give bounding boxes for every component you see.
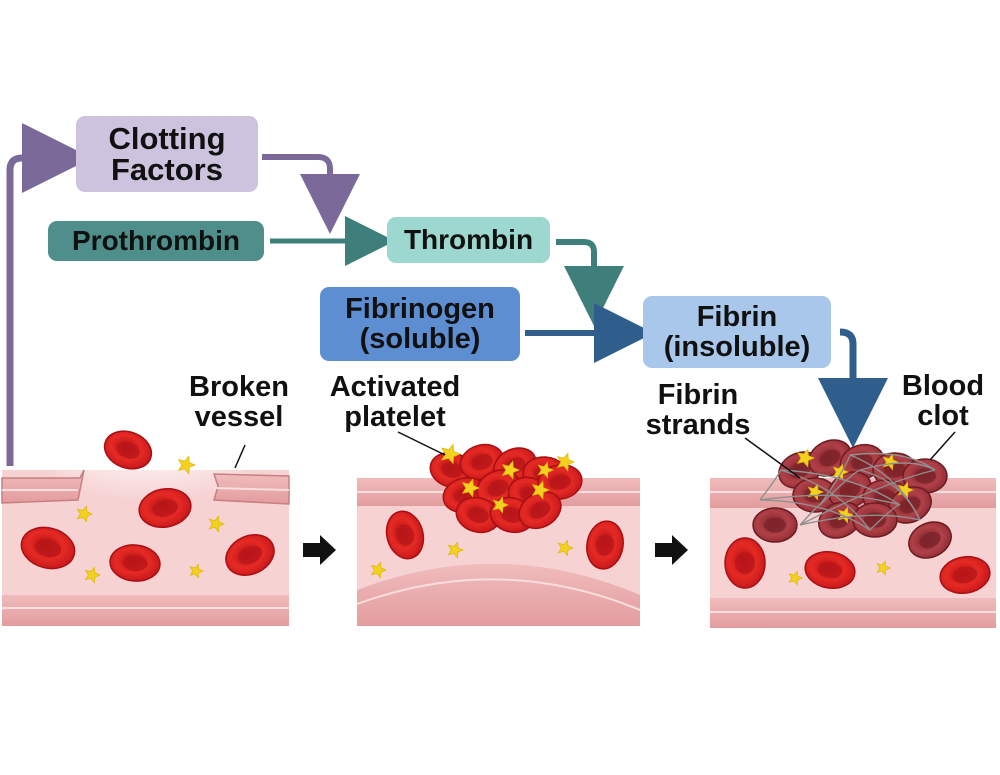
platelet <box>76 505 94 523</box>
fibrin-strand <box>759 494 901 506</box>
leader-activated-platelet <box>397 431 446 456</box>
label-blood-clot-line2: clot <box>917 400 969 432</box>
red-blood-cell <box>138 488 192 528</box>
fibrin-line1: Fibrin <box>696 301 778 333</box>
arrow-clotting-factors-to-thrombin <box>262 154 360 234</box>
fibrinogen-line2: (soluble) <box>359 323 481 355</box>
leader-broken-vessel <box>234 444 246 469</box>
fibrin-strand <box>849 454 921 521</box>
clotting-factors-line2: Factors <box>111 152 223 187</box>
clotted-red-blood-cell <box>888 486 932 524</box>
clotted-red-blood-cell <box>902 458 948 494</box>
thrombin-label: Thrombin <box>403 224 534 255</box>
fibrin-strand <box>799 514 921 526</box>
platelet <box>441 443 462 465</box>
fibrin-line2: (insoluble) <box>663 331 811 363</box>
red-blood-cell <box>385 510 425 560</box>
red-blood-cell <box>459 443 505 481</box>
leader-fibrin-strands <box>744 437 801 479</box>
fibrin-strand <box>819 454 851 506</box>
fibrin-strand <box>859 462 936 471</box>
label-blood-clot: Blood clot <box>893 371 993 431</box>
fibrin-strand <box>759 499 871 531</box>
arrow-vessel-to-clotting-factors <box>6 123 92 466</box>
platelet <box>832 463 850 481</box>
arrow-fibrin-to-clot <box>818 328 888 448</box>
clotting-factors-box: Clotting Factors <box>76 116 258 192</box>
label-fibrin-strands-line2: strands <box>645 409 751 441</box>
fibrin-strand <box>759 469 781 501</box>
platelet <box>208 515 226 533</box>
platelet <box>189 563 205 579</box>
platelet <box>461 478 481 498</box>
fibrin-strands-mesh <box>759 452 936 531</box>
step-arrow-2 <box>655 535 688 565</box>
fibrin-strand <box>779 469 871 531</box>
clotted-red-blood-cell <box>852 502 898 538</box>
label-fibrin-strands-line1: Fibrin <box>657 379 739 411</box>
fibrin-strand <box>819 469 861 506</box>
fibrinogen-line1: Fibrinogen <box>345 293 495 325</box>
leader-blood-clot <box>929 431 956 461</box>
step-arrow-1 <box>303 535 336 565</box>
clotted-red-blood-cell <box>828 471 872 509</box>
prothrombin-label: Prothrombin <box>72 225 240 256</box>
blood-cells <box>20 430 991 595</box>
red-blood-cell <box>225 534 275 576</box>
label-activated-platelet: Activated platelet <box>315 372 475 432</box>
platelet <box>447 541 465 559</box>
platelet <box>796 448 816 468</box>
label-activated-platelet-line2: platelet <box>344 401 446 433</box>
clotted-red-blood-cell <box>752 507 798 543</box>
clotted-red-blood-cell <box>908 521 952 559</box>
red-blood-cell <box>518 490 562 530</box>
platelet <box>788 570 804 586</box>
platelet <box>370 561 388 579</box>
red-blood-cell <box>537 464 583 500</box>
clotted-red-blood-cell <box>818 501 862 539</box>
thrombin-box: Thrombin <box>387 217 550 263</box>
red-blood-cell <box>109 544 161 582</box>
platelet <box>501 460 521 480</box>
label-broken-vessel-line2: vessel <box>194 401 284 433</box>
clotting-factors-line1: Clotting <box>108 121 226 156</box>
label-blood-clot-line1: Blood <box>901 370 985 402</box>
platelet <box>492 496 510 514</box>
red-blood-cell <box>804 550 856 590</box>
red-blood-cell <box>20 526 76 570</box>
fibrinogen-box: Fibrinogen (soluble) <box>320 287 520 361</box>
red-blood-cell <box>103 430 153 470</box>
platelet <box>557 539 575 557</box>
platelet <box>531 480 551 500</box>
fibrin-strand <box>799 469 936 526</box>
fibrin-box: Fibrin (insoluble) <box>643 296 831 368</box>
label-broken-vessel-line1: Broken <box>189 371 289 403</box>
platelet <box>177 455 197 475</box>
label-fibrin-strands: Fibrin strands <box>633 380 763 440</box>
label-broken-vessel: Broken vessel <box>176 372 302 432</box>
red-blood-cell <box>586 520 624 570</box>
platelet <box>876 560 892 576</box>
label-activated-platelet-line1: Activated <box>329 371 461 403</box>
fibrin-strand <box>849 452 936 471</box>
platelet <box>537 461 555 479</box>
arrow-thrombin-to-fibrin <box>556 239 624 326</box>
platelet <box>84 566 102 584</box>
platelet <box>882 453 900 471</box>
prothrombin-box: Prothrombin <box>48 221 264 261</box>
red-blood-cell <box>724 537 766 589</box>
platelet <box>556 452 576 472</box>
red-blood-cell <box>939 555 991 595</box>
